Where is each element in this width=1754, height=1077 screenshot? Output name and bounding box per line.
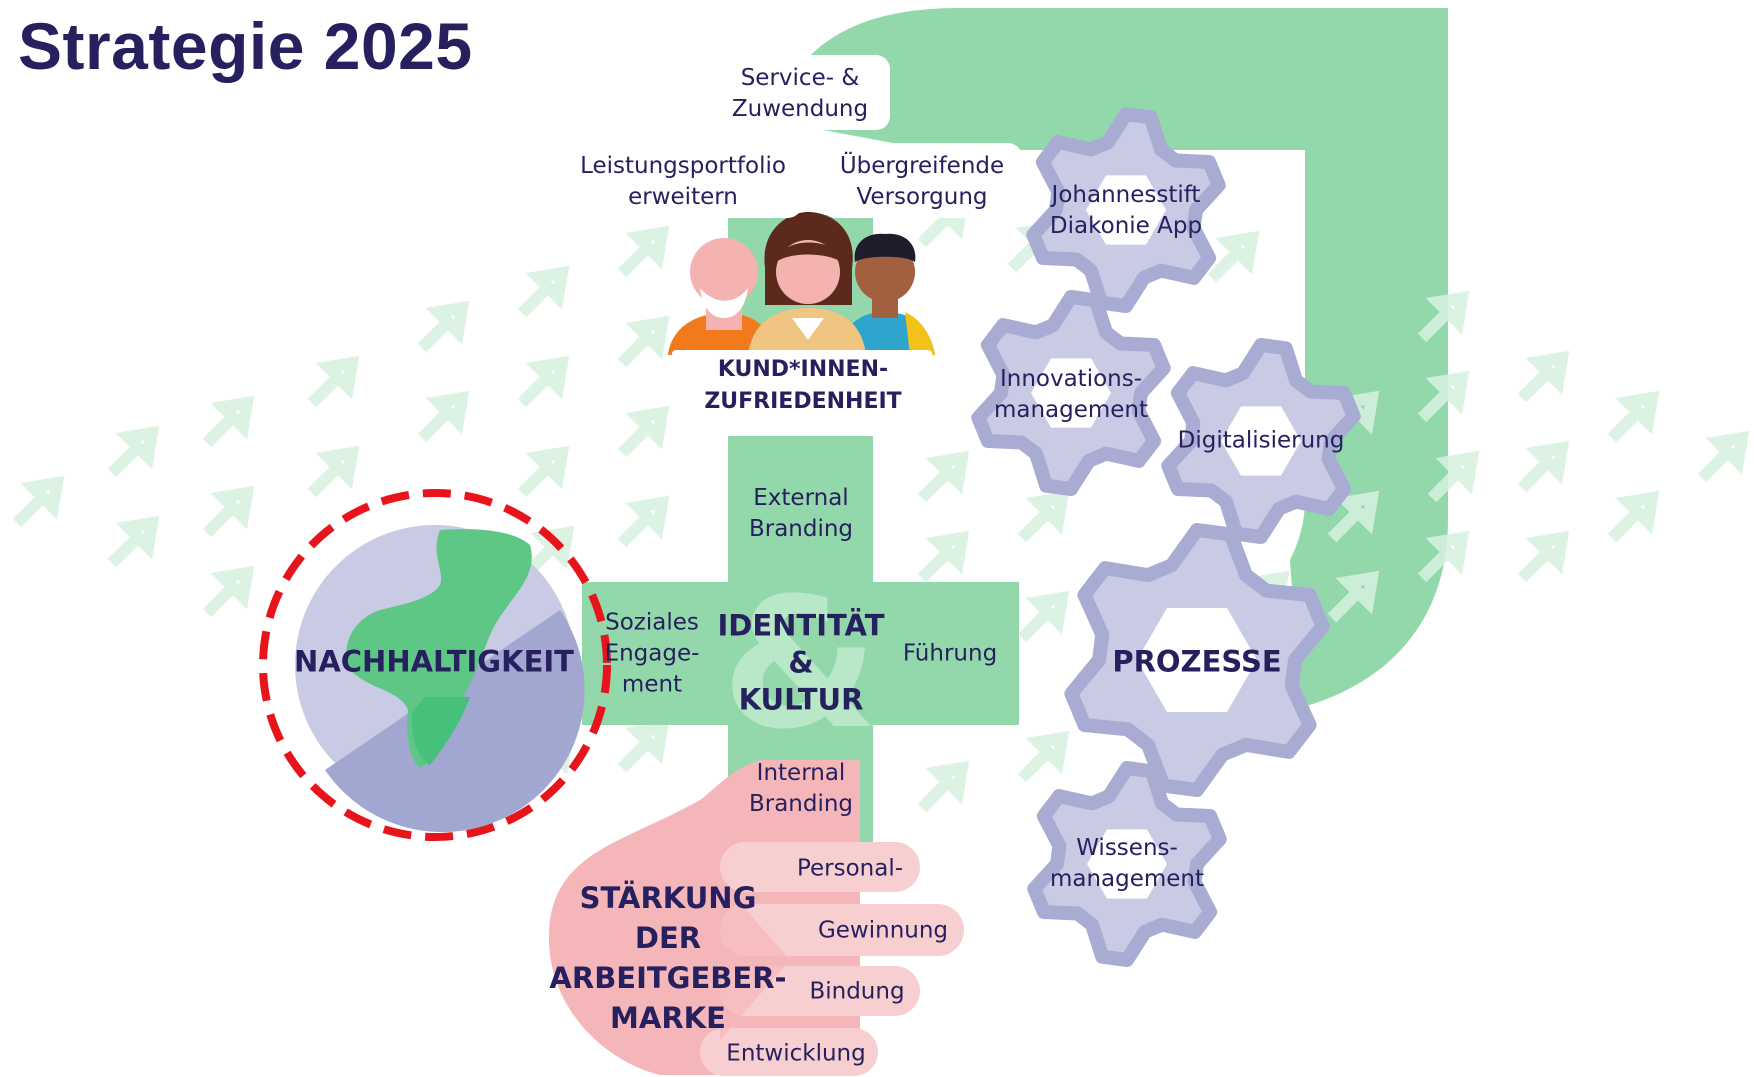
- growth-arrow-icon: [517, 445, 570, 498]
- gear-hole: [1031, 358, 1111, 428]
- label-wissensmanagement: Wissens-management: [1049, 835, 1205, 892]
- label-backdrop: [570, 143, 802, 218]
- growth-arrow-icon: [1017, 490, 1070, 543]
- growth-arrow-icon: [1417, 370, 1470, 423]
- label-digitalisierung: Digitalisierung: [1177, 427, 1345, 454]
- gear-hole: [1221, 406, 1301, 476]
- growth-arrow-icon: [307, 445, 360, 498]
- growth-arrow-icon: [202, 565, 255, 618]
- growth-arrow-icon: [12, 475, 65, 528]
- growth-arrow-icon: [1427, 450, 1480, 503]
- growth-arrow-icon: [617, 405, 670, 458]
- growth-arrow-icon: [107, 425, 160, 478]
- growth-arrow-icon: [1327, 570, 1380, 623]
- growth-arrow-icon: [1517, 530, 1570, 583]
- growth-arrow-icon: [617, 315, 670, 368]
- growth-arrow-icon: [1417, 530, 1470, 583]
- heading-prozesse: PROZESSE: [1112, 644, 1282, 679]
- growth-arrow-icon: [307, 355, 360, 408]
- growth-arrow-icon: [1017, 590, 1070, 643]
- growth-arrow-icon: [617, 225, 670, 278]
- growth-arrow-icon: [1607, 490, 1660, 543]
- gear-hole: [1087, 829, 1167, 899]
- growth-arrow-icon: [1517, 350, 1570, 403]
- growth-arrow-icon: [1607, 390, 1660, 443]
- growth-arrow-icon: [1327, 490, 1380, 543]
- growth-arrow-icon: [617, 495, 670, 548]
- growth-arrow-icon: [1417, 290, 1470, 343]
- people-group-icon: [668, 212, 935, 355]
- growth-arrow-icon: [517, 265, 570, 318]
- growth-arrow-icon: [1517, 440, 1570, 493]
- growth-arrow-icon: [1207, 230, 1260, 283]
- ampersand-watermark: &: [721, 560, 879, 769]
- gear-group: [971, 107, 1361, 967]
- gear-hole: [1086, 175, 1166, 245]
- growth-arrows: [12, 195, 1750, 813]
- heading-kundinnen-zufriedenheit: KUND*INNEN-ZUFRIEDENHEIT: [704, 357, 902, 414]
- label-fuehrung: Führung: [902, 640, 998, 667]
- heading-nachhaltigkeit: NACHHALTIGKEIT: [294, 644, 574, 679]
- label-service-zuwendung: Service- &Zuwendung: [731, 65, 869, 122]
- label-backdrop: [822, 143, 1022, 218]
- growth-arrow-icon: [417, 300, 470, 353]
- gear-hole: [1137, 608, 1257, 712]
- finger-label-entwicklung: Entwicklung: [726, 1040, 866, 1067]
- growth-arrow-icon: [202, 395, 255, 448]
- growth-arrow-icon: [917, 450, 970, 503]
- heading-identitaet-kultur: IDENTITÄT&KULTUR: [717, 608, 885, 717]
- label-innovationsmanagement: Innovations-management: [993, 366, 1149, 423]
- growth-arrow-icon: [917, 760, 970, 813]
- growth-arrow-icon: [107, 515, 160, 568]
- label-backdrop: [720, 55, 890, 130]
- page-title: Strategie 2025: [18, 9, 473, 83]
- growth-arrow-icon: [417, 390, 470, 443]
- finger-label-bindung: Bindung: [809, 978, 905, 1005]
- growth-arrow-icon: [1017, 730, 1070, 783]
- hand-icon: [548, 760, 964, 1076]
- growth-arrow-icon: [1697, 430, 1750, 483]
- growth-arrow-icon: [617, 720, 670, 773]
- growth-arrow-icon: [522, 525, 575, 578]
- growth-arrow-icon: [917, 530, 970, 583]
- finger-label-personal: Personal-: [796, 855, 904, 882]
- growth-arrow-icon: [517, 355, 570, 408]
- finger-label-gewinnung: Gewinnung: [817, 917, 949, 944]
- globe-icon: [259, 489, 611, 841]
- label-backdrop: [672, 350, 932, 422]
- growth-arrow-icon: [202, 485, 255, 538]
